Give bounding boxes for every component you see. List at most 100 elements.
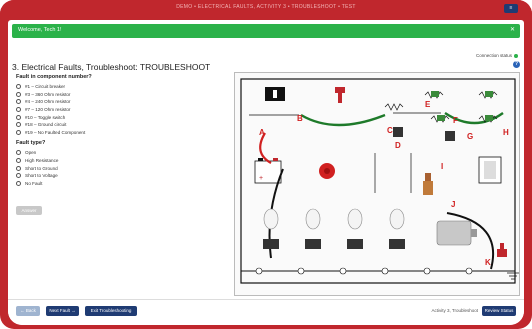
test-point-label[interactable]: G bbox=[467, 132, 473, 141]
fault-type-option-label: Short to Voltage bbox=[25, 173, 58, 179]
probe-handle bbox=[500, 243, 504, 249]
fault-type-option-label: Open bbox=[25, 150, 37, 156]
test-point-label[interactable]: C bbox=[387, 126, 393, 135]
menu-button[interactable]: ≡ bbox=[504, 4, 518, 13]
fault-component-option[interactable]: #4 – 240 Ohm resistor bbox=[16, 98, 226, 106]
bulb bbox=[347, 208, 363, 230]
radio-button[interactable] bbox=[16, 158, 21, 164]
radio-button[interactable] bbox=[16, 99, 21, 105]
radio-button[interactable] bbox=[16, 122, 21, 128]
fault-component-option[interactable]: #10 – Toggle switch bbox=[16, 113, 226, 121]
terminal bbox=[255, 267, 263, 275]
resistor-body bbox=[485, 115, 493, 121]
battery-terminal bbox=[258, 158, 263, 161]
terminal bbox=[465, 267, 473, 275]
fault-type-option[interactable]: Short to Ground bbox=[16, 164, 226, 172]
terminal bbox=[423, 267, 431, 275]
radio-button[interactable] bbox=[16, 150, 21, 156]
fault-component-option-label: #1 – Circuit breaker bbox=[25, 84, 66, 90]
bulb bbox=[305, 208, 321, 230]
fuse-cap bbox=[335, 87, 345, 93]
fault-type-option-label: High Resistance bbox=[25, 158, 59, 164]
help-icon[interactable]: ? bbox=[513, 61, 520, 68]
answer-button[interactable]: Answer bbox=[16, 206, 42, 215]
question-panel: Fault in component number? #1 – Circuit … bbox=[16, 74, 226, 187]
green-jumper bbox=[300, 113, 386, 127]
radio-button[interactable] bbox=[16, 114, 21, 120]
resistor-body bbox=[431, 91, 439, 97]
test-point-label[interactable]: E bbox=[425, 100, 431, 109]
test-point-label[interactable]: B bbox=[297, 114, 303, 123]
fault-component-option[interactable]: #3 – 360 Ohm resistor bbox=[16, 91, 226, 99]
exit-troubleshooting-button[interactable]: Exit Troubleshooting bbox=[85, 306, 137, 316]
fault-type-option-label: Short to Ground bbox=[25, 165, 58, 171]
fault-type-option[interactable]: No Fault bbox=[16, 180, 226, 188]
fault-component-option-label: #4 – 240 Ohm resistor bbox=[25, 99, 71, 105]
test-point-label[interactable]: J bbox=[451, 200, 455, 209]
fault-type-option[interactable]: Open bbox=[16, 149, 226, 157]
red-test-lead bbox=[259, 132, 272, 164]
test-point-label[interactable]: F bbox=[453, 116, 458, 125]
bulb bbox=[389, 208, 405, 230]
ground-icon bbox=[507, 272, 519, 280]
main-panel: Welcome, Tech 1! ✕ Connection status ? 3… bbox=[8, 20, 524, 325]
circuit-svg: + bbox=[240, 78, 519, 284]
circuit-diagram[interactable]: + bbox=[234, 72, 520, 296]
test-point-label[interactable]: D bbox=[395, 141, 401, 150]
page-title: 3. Electrical Faults, Troubleshoot: TROU… bbox=[12, 62, 211, 72]
test-point-label[interactable]: I bbox=[441, 162, 443, 171]
welcome-banner: Welcome, Tech 1! ✕ bbox=[12, 24, 520, 38]
lamp-center bbox=[324, 168, 330, 174]
radio-button[interactable] bbox=[16, 173, 21, 179]
resistor-body bbox=[485, 91, 493, 97]
fault-component-option[interactable]: #7 – 120 Ohm resistor bbox=[16, 106, 226, 114]
radio-button[interactable] bbox=[16, 91, 21, 97]
fault-type-option[interactable]: High Resistance bbox=[16, 157, 226, 165]
fault-component-options: #1 – Circuit breaker#3 – 360 Ohm resisto… bbox=[16, 83, 226, 136]
breaker-slot bbox=[273, 90, 277, 98]
battery-plus: + bbox=[259, 175, 263, 182]
battery-terminal bbox=[273, 158, 278, 161]
connector-block bbox=[393, 127, 403, 137]
fault-component-option-label: #7 – 120 Ohm resistor bbox=[25, 107, 71, 113]
footer-bar: ← Back Next Fault → Exit Troubleshooting… bbox=[8, 299, 524, 325]
connector-block bbox=[445, 131, 455, 141]
test-point-label[interactable]: H bbox=[503, 128, 509, 137]
fault-type-option[interactable]: Short to Voltage bbox=[16, 172, 226, 180]
radio-button[interactable] bbox=[16, 180, 21, 186]
probe-tip bbox=[497, 249, 507, 257]
lamp-socket bbox=[347, 239, 363, 249]
close-icon[interactable]: ✕ bbox=[509, 27, 515, 33]
test-point-label[interactable]: K bbox=[485, 258, 491, 267]
toggle-switch[interactable] bbox=[423, 181, 433, 195]
green-jumper bbox=[444, 112, 504, 125]
fault-component-option[interactable]: #1 – Circuit breaker bbox=[16, 83, 226, 91]
lamp-socket bbox=[389, 239, 405, 249]
motor bbox=[436, 220, 472, 246]
radio-button[interactable] bbox=[16, 84, 21, 90]
welcome-message: Welcome, Tech 1! bbox=[18, 27, 62, 33]
black-test-lead bbox=[446, 212, 495, 270]
test-point-label[interactable]: A bbox=[259, 128, 265, 137]
back-button[interactable]: ← Back bbox=[16, 306, 40, 316]
fault-component-option[interactable]: #18 – Ground circuit bbox=[16, 121, 226, 129]
fault-component-option-label: #3 – 360 Ohm resistor bbox=[25, 91, 71, 97]
terminal bbox=[297, 267, 305, 275]
bulb bbox=[263, 208, 279, 230]
motor-shaft bbox=[471, 229, 477, 237]
radio-button[interactable] bbox=[16, 107, 21, 113]
review-status-button[interactable]: Review Status bbox=[482, 306, 516, 316]
status-dot-icon bbox=[514, 53, 518, 58]
next-fault-button[interactable]: Next Fault → bbox=[46, 306, 79, 316]
connection-status: Connection status bbox=[476, 53, 518, 58]
lamp-socket bbox=[305, 239, 321, 249]
radio-button[interactable] bbox=[16, 165, 21, 171]
radio-button[interactable] bbox=[16, 129, 21, 135]
relay-coil bbox=[484, 161, 496, 179]
top-bar: DEMO • ELECTRICAL FAULTS, ACTIVITY 3 • T… bbox=[0, 0, 532, 20]
resistor-body bbox=[437, 115, 445, 121]
fault-component-option[interactable]: #19 – No Faulted Component bbox=[16, 129, 226, 137]
fault-component-option-label: #10 – Toggle switch bbox=[25, 114, 66, 120]
